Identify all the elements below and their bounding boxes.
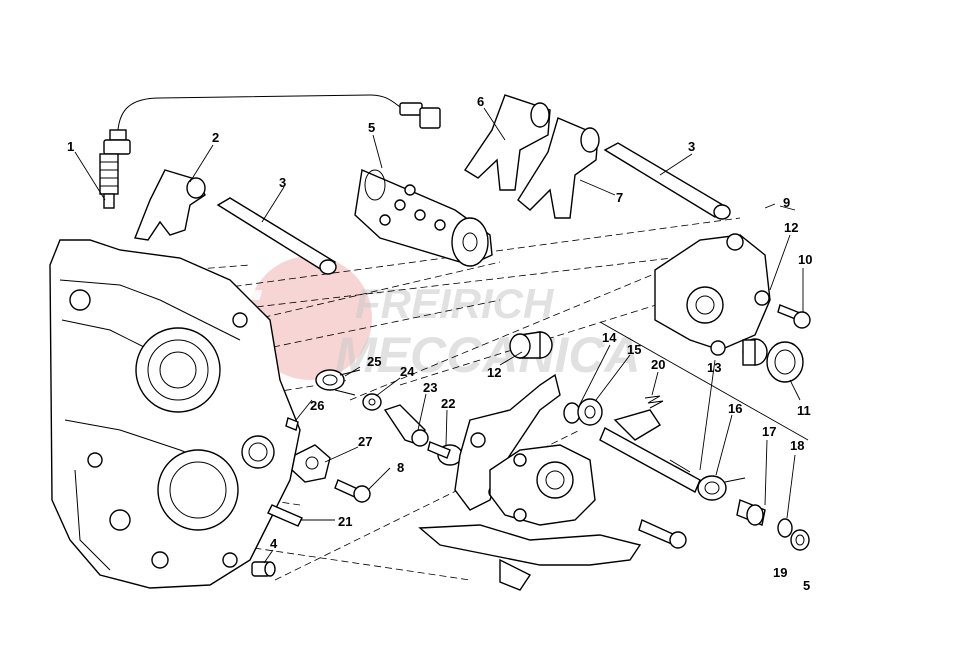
callout-3-left: 3 bbox=[279, 175, 286, 190]
pump-body bbox=[489, 444, 596, 526]
circlip-18 bbox=[777, 518, 793, 538]
callout-9: 9 bbox=[783, 195, 790, 210]
callout-labels: 1 2 3 3 4 5 5 6 7 8 9 10 11 12 12 13 14 … bbox=[67, 94, 812, 593]
watermark-line2: MECCANICA bbox=[335, 327, 641, 383]
washer-19 bbox=[790, 529, 810, 551]
callout-18: 18 bbox=[790, 438, 804, 453]
callout-19: 19 bbox=[773, 565, 787, 580]
callout-1: 1 bbox=[67, 139, 74, 154]
callout-10: 10 bbox=[798, 252, 812, 267]
bushing-17 bbox=[736, 499, 766, 526]
callout-12-right: 12 bbox=[784, 220, 798, 235]
gear-sensor-1 bbox=[99, 94, 441, 209]
lever-23 bbox=[383, 404, 429, 447]
bolt-10 bbox=[777, 304, 811, 329]
selector-fork-6 bbox=[464, 94, 551, 191]
callout-11: 11 bbox=[797, 403, 811, 418]
callout-27: 27 bbox=[358, 434, 372, 449]
callout-14: 14 bbox=[602, 330, 617, 345]
callout-2: 2 bbox=[212, 130, 219, 145]
fork-rod-3-right bbox=[603, 142, 731, 220]
pin-21 bbox=[267, 504, 303, 527]
bolt-pedal bbox=[638, 519, 687, 549]
star-plate-27 bbox=[291, 444, 331, 483]
watermark: FREIRICH MECCANICA bbox=[201, 256, 641, 383]
callout-23: 23 bbox=[423, 380, 437, 395]
shaft-axis-line bbox=[599, 321, 809, 441]
callout-15: 15 bbox=[627, 342, 641, 357]
selector-fork-7 bbox=[517, 117, 600, 219]
callout-20: 20 bbox=[651, 357, 665, 372]
bushing-12-left bbox=[509, 331, 553, 359]
selector-fork-2 bbox=[134, 169, 206, 241]
callout-13: 13 bbox=[707, 360, 721, 375]
bolt-8 bbox=[334, 479, 371, 503]
shift-cover-9 bbox=[654, 233, 771, 356]
callout-16: 16 bbox=[728, 401, 742, 416]
selector-drum-5 bbox=[354, 169, 493, 267]
callout-22: 22 bbox=[441, 396, 455, 411]
callout-3-right: 3 bbox=[688, 139, 695, 154]
spring-20 bbox=[644, 395, 664, 409]
leader-lines bbox=[74, 107, 804, 564]
bearing-15 bbox=[577, 398, 603, 426]
callout-12-left: 12 bbox=[487, 365, 501, 380]
dowel-4 bbox=[251, 561, 276, 577]
callout-7: 7 bbox=[616, 190, 623, 205]
callout-25: 25 bbox=[367, 354, 381, 369]
bolt-22 bbox=[427, 441, 463, 466]
shift-shaft-13 bbox=[599, 409, 701, 493]
callout-24: 24 bbox=[400, 364, 415, 379]
callout-5-lower: 5 bbox=[803, 578, 810, 593]
callout-6: 6 bbox=[477, 94, 484, 109]
washer-24 bbox=[362, 393, 382, 411]
crankcase-housing bbox=[49, 239, 301, 589]
callout-21: 21 bbox=[338, 514, 352, 529]
bushing-12-right bbox=[742, 338, 768, 366]
fork-rod-3-left bbox=[216, 197, 337, 275]
return-spring-16 bbox=[697, 475, 746, 501]
callout-26: 26 bbox=[310, 398, 324, 413]
pin-26 bbox=[285, 417, 299, 431]
callout-5-drum: 5 bbox=[368, 120, 375, 135]
callout-17: 17 bbox=[762, 424, 776, 439]
footrest-plate bbox=[418, 524, 642, 591]
callout-4: 4 bbox=[270, 536, 278, 551]
callout-8: 8 bbox=[397, 460, 404, 475]
oil-seal-11 bbox=[766, 341, 804, 383]
watermark-line1: FREIRICH bbox=[355, 280, 555, 327]
